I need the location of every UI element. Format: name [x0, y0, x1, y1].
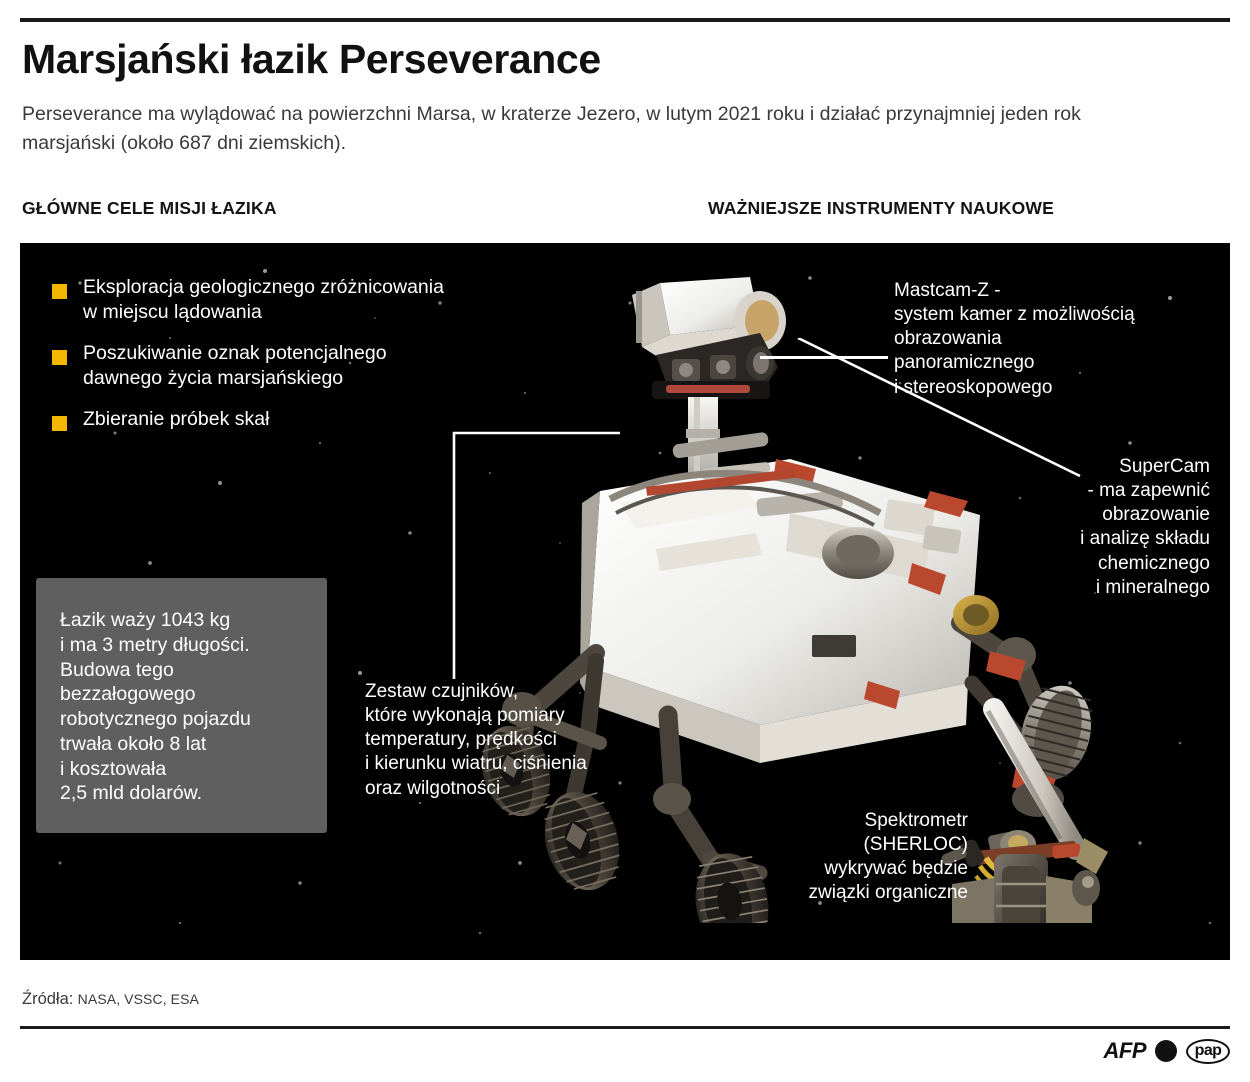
- afp-logo-text: AFP: [1103, 1038, 1147, 1063]
- bullet-square-icon: [52, 284, 67, 299]
- leader-line-mastcam: [760, 356, 888, 359]
- section-heading-goals: GŁÓWNE CELE MISJI ŁAZIKA: [22, 198, 277, 218]
- list-item: Eksploracja geologicznego zróżnicowania …: [52, 275, 572, 324]
- afp-dot-icon: [1155, 1040, 1177, 1062]
- leader-line-supercam: [797, 338, 1081, 478]
- diagram-panel: Eksploracja geologicznego zróżnicowania …: [20, 243, 1230, 960]
- rover-robotic-arm: [983, 698, 1087, 860]
- rover-left-suspension: [481, 644, 620, 891]
- bullet-square-icon: [52, 416, 67, 432]
- callout-mastcam-z: Mastcam-Z - system kamer z możliwością o…: [894, 280, 1135, 398]
- top-divider: [20, 18, 1230, 22]
- pap-logo: pap: [1186, 1038, 1230, 1064]
- list-item: Zbieranie próbek skał: [52, 407, 572, 432]
- rover-specs-box: Łazik waży 1043 kg i ma 3 metry długości…: [36, 578, 327, 833]
- rover-specs-text: Łazik waży 1043 kg i ma 3 metry długości…: [60, 609, 251, 805]
- list-item: Poszukiwanie oznak potencjalnego dawnego…: [52, 341, 572, 390]
- stars-svg: [58, 269, 1212, 935]
- callout-sensors: Zestaw czujników, które wykonają pomiary…: [365, 681, 587, 799]
- source-label: Źródła:: [22, 990, 74, 1008]
- goal-text: Eksploracja geologicznego zróżnicowania …: [83, 276, 444, 323]
- starfield-background: [20, 243, 1230, 960]
- rover-chassis: [580, 432, 980, 763]
- goal-text: Zbieranie próbek skał: [83, 408, 270, 431]
- standfirst-text: Perseverance ma wylądować na powierzchni…: [22, 103, 1081, 155]
- section-heading-instruments: WAŻNIEJSZE INSTRUMENTY NAUKOWE: [708, 198, 1054, 218]
- bottom-divider: [20, 1026, 1230, 1029]
- leader-line-sensors: [452, 431, 620, 679]
- goal-text: Poszukiwanie oznak potencjalnego dawnego…: [83, 342, 387, 389]
- callout-supercam: SuperCam - ma zapewnić obrazowanie i ana…: [1080, 456, 1210, 598]
- publisher-logos: AFP pap: [1103, 1038, 1230, 1064]
- source-credit: Źródła: NASA, VSSC, ESA: [22, 990, 199, 1009]
- page-title: Marsjański łazik Perseverance: [22, 36, 601, 82]
- pap-logo-text: pap: [1194, 1042, 1222, 1059]
- mission-goals-list: Eksploracja geologicznego zróżnicowania …: [52, 275, 572, 449]
- callout-sherloc: Spektrometr (SHERLOC) wykrywać będzie zw…: [808, 810, 968, 904]
- bullet-square-icon: [52, 350, 67, 366]
- source-values: NASA, VSSC, ESA: [77, 991, 199, 1007]
